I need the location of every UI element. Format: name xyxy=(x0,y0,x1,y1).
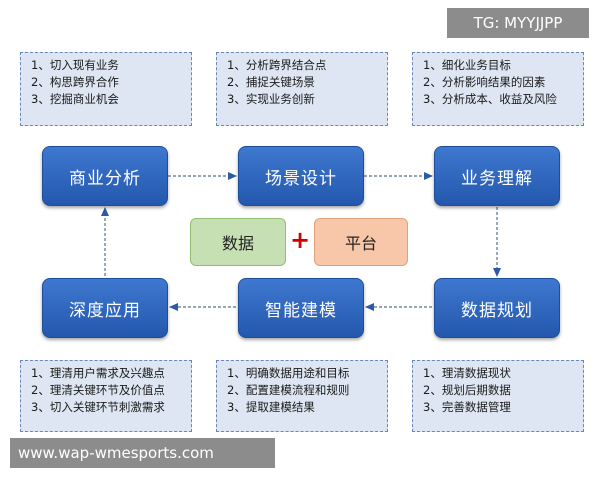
note-line: 3、分析成本、收益及风险 xyxy=(423,92,557,106)
note-line: 1、切入现有业务 xyxy=(31,58,119,72)
node-label: 智能建模 xyxy=(265,300,337,321)
note-line: 3、切入关键环节刺激需求 xyxy=(31,400,165,414)
note-line: 2、规划后期数据 xyxy=(423,383,511,397)
plus-sign: + xyxy=(289,226,311,254)
note-top-mid: 1、分析跨界结合点 2、捕捉关键场景 3、实现业务创新 xyxy=(216,52,388,126)
site-watermark: www.wap-wmesports.com xyxy=(10,438,275,468)
note-line: 3、完善数据管理 xyxy=(423,400,511,414)
note-line: 2、构思跨界合作 xyxy=(31,75,119,89)
note-line: 1、细化业务目标 xyxy=(423,58,511,72)
note-line: 2、分析影响结果的因素 xyxy=(423,75,546,89)
node-label: 数据规划 xyxy=(461,300,533,321)
node-label: 业务理解 xyxy=(461,168,533,189)
note-line: 2、理清关键环节及价值点 xyxy=(31,383,165,397)
node-business-analysis: 商业分析 xyxy=(42,146,168,206)
node-label: 商业分析 xyxy=(69,168,141,189)
chip-platform: 平台 xyxy=(314,218,408,266)
chip-label: 数据 xyxy=(221,234,254,253)
note-line: 3、提取建模结果 xyxy=(227,400,315,414)
chip-data: 数据 xyxy=(190,218,286,266)
node-deep-application: 深度应用 xyxy=(42,278,168,338)
note-bottom-left: 1、理清用户需求及兴趣点 2、理清关键环节及价值点 3、切入关键环节刺激需求 xyxy=(20,360,192,432)
note-top-left: 1、切入现有业务 2、构思跨界合作 3、挖掘商业机会 xyxy=(20,52,192,126)
node-label: 深度应用 xyxy=(69,300,141,321)
note-line: 1、理清用户需求及兴趣点 xyxy=(31,366,165,380)
note-line: 1、分析跨界结合点 xyxy=(227,58,327,72)
node-smart-modeling: 智能建模 xyxy=(238,278,364,338)
chip-label: 平台 xyxy=(344,234,377,253)
note-line: 3、挖掘商业机会 xyxy=(31,92,119,106)
node-business-understanding: 业务理解 xyxy=(434,146,560,206)
note-top-right: 1、细化业务目标 2、分析影响结果的因素 3、分析成本、收益及风险 xyxy=(412,52,584,126)
node-data-planning: 数据规划 xyxy=(434,278,560,338)
note-bottom-mid: 1、明确数据用途和目标 2、配置建模流程和规则 3、提取建模结果 xyxy=(216,360,388,432)
note-line: 1、理清数据现状 xyxy=(423,366,511,380)
note-bottom-right: 1、理清数据现状 2、规划后期数据 3、完善数据管理 xyxy=(412,360,584,432)
node-scenario-design: 场景设计 xyxy=(238,146,364,206)
note-line: 2、配置建模流程和规则 xyxy=(227,383,350,397)
note-line: 2、捕捉关键场景 xyxy=(227,75,315,89)
node-label: 场景设计 xyxy=(265,168,337,189)
note-line: 1、明确数据用途和目标 xyxy=(227,366,350,380)
note-line: 3、实现业务创新 xyxy=(227,92,315,106)
tg-watermark: TG: MYYJJPP xyxy=(447,8,589,38)
